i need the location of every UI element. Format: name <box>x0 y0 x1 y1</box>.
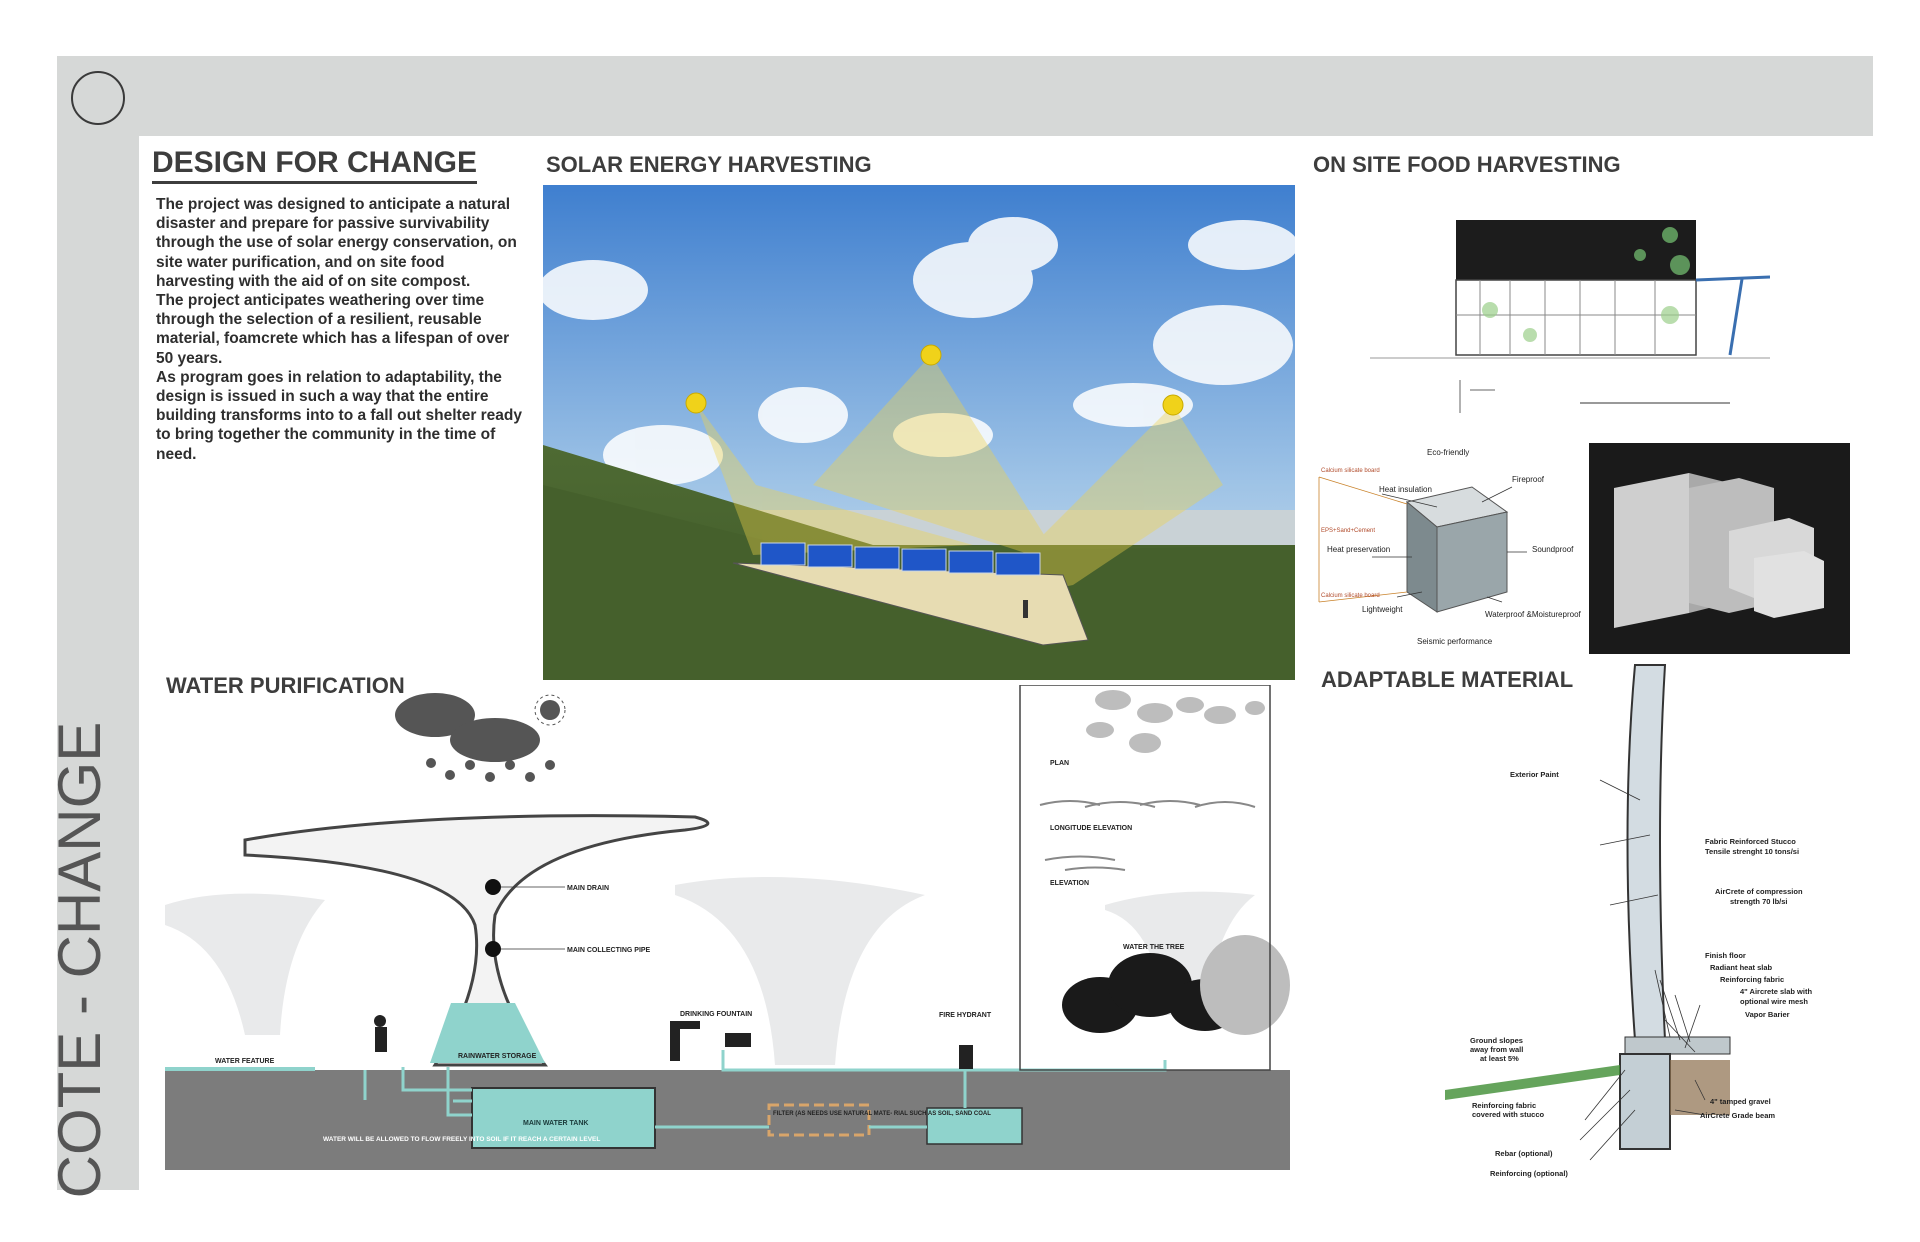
design-title: DESIGN FOR CHANGE <box>152 146 478 184</box>
grade-beam <box>1619 1053 1671 1150</box>
sun-icon-3 <box>1162 394 1184 416</box>
dog-icon <box>725 1033 751 1047</box>
water-feature-label: WATER FEATURE <box>215 1058 275 1065</box>
longitude-elevation-label: LONGITUDE ELEVATION <box>1050 825 1132 832</box>
wire-mesh-label: optional wire mesh <box>1740 997 1808 1006</box>
grade-beam-label: AirCrete Grade beam <box>1700 1111 1775 1120</box>
pipes <box>363 1050 1167 1129</box>
heat-preservation-label: Heat preservation <box>1327 545 1390 554</box>
compression-strength-label: strength 70 lb/si <box>1730 897 1788 906</box>
greenhouse-elevation <box>1370 220 1770 359</box>
plan-label: PLAN <box>1050 760 1069 767</box>
circle-logo-icon <box>71 71 125 125</box>
wall-section-diagram: Exterior Paint Fabric Reinforced Stucco … <box>1445 664 1812 1178</box>
slope-percent-label: at least 5% <box>1480 1054 1519 1063</box>
foamcrete-blocks-photo <box>1589 443 1850 654</box>
solar-panels <box>760 542 1041 576</box>
finish-floor-label: Finish floor <box>1705 951 1746 960</box>
clouds <box>543 217 1295 485</box>
person-icon <box>1023 600 1028 618</box>
eps-label: EPS+Sand+Cement <box>1321 528 1375 534</box>
waterproof-label: Waterproof &Moistureproof <box>1485 610 1582 619</box>
filter-box <box>767 1103 871 1137</box>
seismic-label: Seismic performance <box>1417 637 1493 646</box>
ground-slopes-label: Ground slopes <box>1470 1036 1523 1045</box>
fire-hydrant-icon <box>959 1045 973 1069</box>
elevation-label: ELEVATION <box>1050 880 1089 887</box>
reinforcing-fabric-label: Reinforcing fabric <box>1720 975 1784 984</box>
adaptable-title: ADAPTABLE MATERIAL <box>1321 667 1574 692</box>
rainwater-storage-label: RAINWATER STORAGE <box>458 1053 537 1060</box>
top-band <box>57 56 1873 136</box>
main-water-tank <box>471 1087 656 1149</box>
person-icon-walking <box>374 1015 386 1027</box>
rainwater-storage <box>430 1003 545 1063</box>
tensile-strength-label: Tensile strenght 10 tons/si <box>1705 847 1799 856</box>
design-description: The project was designed to anticipate a… <box>156 195 526 464</box>
fabric-stucco-label: Fabric Reinforced Stucco <box>1705 837 1796 846</box>
away-from-wall-label: away from wall <box>1470 1045 1523 1054</box>
aircrete-slab-label: 4" Aircrete slab with <box>1740 987 1812 996</box>
filter-label: FILTER (AS NEEDS USE NATURAL MATE- RIAL … <box>773 1111 991 1117</box>
drinking-fountain-label: DRINKING FOUNTAIN <box>680 1011 752 1018</box>
ground-line <box>1445 1065 1620 1100</box>
fire-hydrant-label: FIRE HYDRANT <box>939 1012 992 1019</box>
covered-stucco-label: covered with stucco <box>1472 1110 1545 1119</box>
paragraph-3: As program goes in relation to adaptabil… <box>156 368 523 463</box>
main-collecting-pipe-label: MAIN COLLECTING PIPE <box>567 947 651 954</box>
radiant-heat-slab-label: Radiant heat slab <box>1710 963 1773 972</box>
scale-bar <box>1459 380 1730 413</box>
exterior-paint-label: Exterior Paint <box>1510 770 1559 779</box>
lightweight-label: Lightweight <box>1362 605 1403 614</box>
main-water-tank-label: MAIN WATER TANK <box>523 1120 588 1127</box>
sun-icon <box>534 694 566 726</box>
main-collecting-pipe-icon <box>485 941 501 957</box>
main-drain-label: MAIN DRAIN <box>567 885 609 892</box>
eco-friendly-label: Eco-friendly <box>1427 448 1469 457</box>
secondary-tank <box>926 1107 1023 1145</box>
gravel <box>1670 1060 1730 1115</box>
soil-note-label: WATER WILL BE ALLOWED TO FLOW FREELY INT… <box>323 1136 600 1143</box>
reinforcing-covered-label: Reinforcing fabric <box>1472 1101 1536 1110</box>
sun-icon-2 <box>920 344 942 366</box>
solar-render <box>543 185 1295 680</box>
heat-insulation-label: Heat insulation <box>1379 485 1432 494</box>
water-title: WATER PURIFICATION <box>166 673 405 698</box>
side-band <box>57 56 139 1190</box>
ground <box>165 1070 1290 1170</box>
solar-title: SOLAR ENERGY HARVESTING <box>546 152 872 177</box>
tamped-gravel-label: 4" tamped gravel <box>1710 1097 1771 1106</box>
water-the-tree-label: WATER THE TREE <box>1123 944 1185 951</box>
vertical-title: COTE - CHANGE <box>46 721 113 1199</box>
fireproof-label: Fireproof <box>1512 475 1545 484</box>
board-top-label: Calcium silicate board <box>1321 468 1380 474</box>
paragraph-2: The project anticipates weathering over … <box>156 292 510 367</box>
drinking-fountain-icon <box>670 1021 680 1061</box>
vapor-barrier-label: Vapor Barier <box>1745 1010 1790 1019</box>
food-title: ON SITE FOOD HARVESTING <box>1313 152 1621 177</box>
inset-panel <box>1019 685 1271 1071</box>
aircrete-label: AirCrete of compression <box>1715 887 1803 896</box>
reinforcing-optional-label: Reinforcing (optional) <box>1490 1169 1568 1178</box>
board-bottom-label: Calcium silicate board <box>1321 593 1380 599</box>
soundproof-label: Soundproof <box>1532 545 1574 554</box>
rain-cloud-icon <box>395 693 555 782</box>
paragraph-1: The project was designed to anticipate a… <box>156 196 517 290</box>
material-properties-diagram: Eco-friendly Calcium silicate board EPS+… <box>1318 448 1582 646</box>
curved-wall <box>1626 664 1667 1041</box>
slab <box>1624 1036 1731 1055</box>
sun-icon-1 <box>685 392 707 414</box>
rebar-label: Rebar (optional) <box>1495 1149 1553 1158</box>
water-purification-diagram: MAIN DRAIN MAIN COLLECTING PIPE DRINKING… <box>165 685 1290 1170</box>
main-drain-icon <box>485 879 501 895</box>
